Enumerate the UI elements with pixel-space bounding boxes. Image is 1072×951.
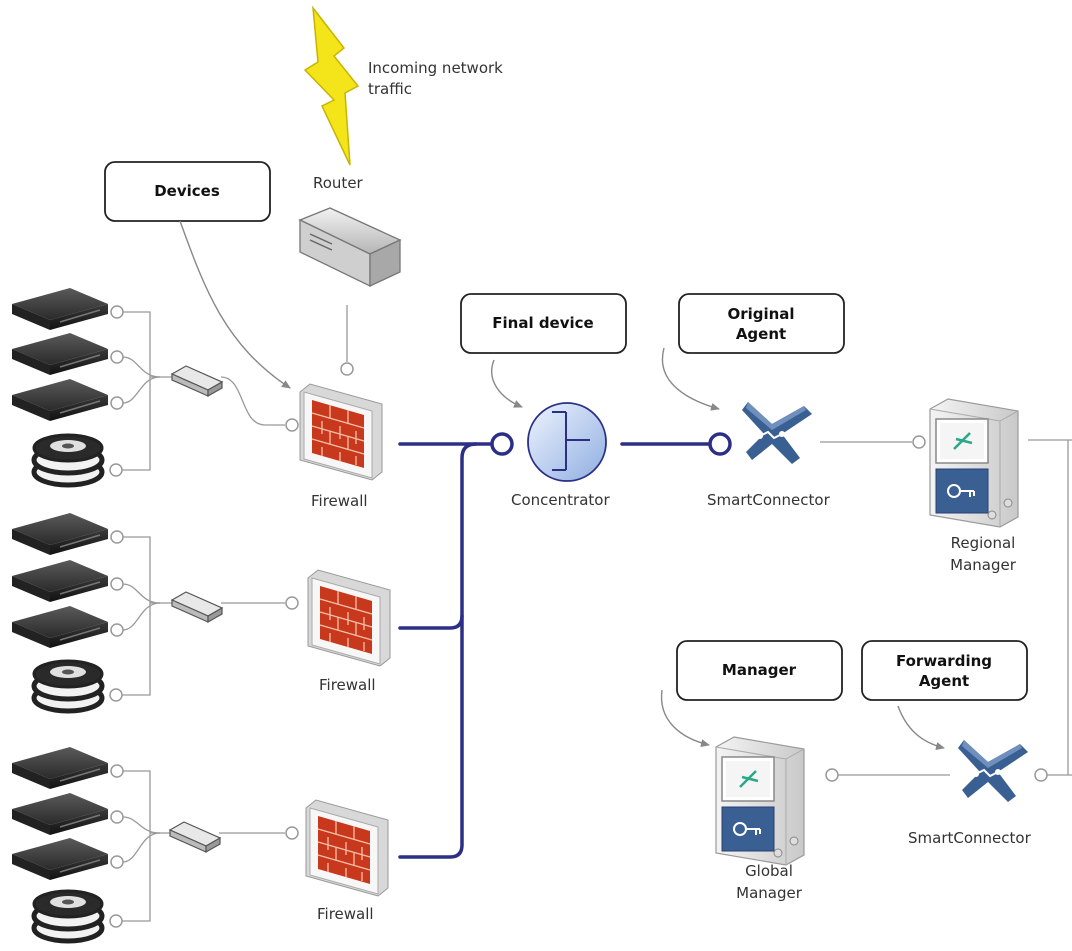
disk-stack-icon: [34, 661, 102, 711]
firewall-label: Firewall: [311, 492, 368, 510]
port-icon: [110, 764, 124, 778]
port-icon: [110, 350, 124, 364]
rack-server-icon: [11, 746, 109, 790]
router-icon: [298, 207, 402, 288]
devices-callout: Devices: [104, 161, 271, 222]
final-device-callout: Final device: [460, 293, 627, 354]
manager-arrow: [660, 689, 710, 748]
rack-server-icon: [11, 792, 109, 836]
forwarding-agent-callout: Forwarding Agent: [861, 640, 1028, 701]
device-group-1: [11, 287, 299, 485]
network-switch-icon: [171, 365, 223, 397]
rack-server-icon: [11, 559, 109, 603]
manager-server-icon: [928, 397, 1020, 529]
device-group-3: [11, 746, 299, 941]
port-icon: [110, 810, 124, 824]
smartconnector-label: SmartConnector: [908, 829, 1032, 847]
port-icon: [825, 768, 839, 782]
original-agent-callout-text: Original: [727, 305, 794, 323]
firewall-icon: [299, 383, 383, 481]
manager-callout: Manager: [676, 640, 843, 701]
port-icon: [490, 432, 514, 456]
port-icon: [912, 435, 926, 449]
forwarding-agent-arrow: [897, 705, 945, 750]
port-icon: [109, 688, 123, 702]
network-switch-icon: [171, 591, 223, 623]
rack-server-icon: [11, 287, 109, 331]
firewall-label: Firewall: [317, 905, 374, 923]
port-icon: [285, 826, 299, 840]
rack-server-icon: [11, 512, 109, 556]
port-icon: [110, 855, 124, 869]
lightning-icon: [303, 5, 360, 166]
smartconnector-icon: [741, 401, 813, 465]
regional-manager-label: Manager: [950, 556, 1017, 574]
port-icon: [708, 432, 732, 456]
final-device-arrow: [491, 359, 523, 408]
backbone-link: [398, 442, 712, 859]
disk-stack-icon: [34, 435, 102, 485]
concentrator-label: Concentrator: [511, 491, 610, 509]
regional-manager-label: Regional: [951, 534, 1016, 552]
port-icon: [110, 530, 124, 544]
original-agent-callout: Original Agent: [678, 293, 845, 354]
port-icon: [109, 914, 123, 928]
manager-callout-text: Manager: [722, 661, 797, 679]
incoming-traffic-label: Incoming network: [368, 59, 503, 77]
concentrator-icon: [527, 402, 607, 482]
device-group-2: [11, 512, 299, 711]
port-icon: [110, 577, 124, 591]
original-agent-arrow: [661, 347, 720, 411]
devices-callout-text: Devices: [154, 182, 220, 200]
rack-server-icon: [11, 837, 109, 881]
incoming-traffic-label: traffic: [368, 80, 412, 98]
port-icon: [109, 463, 123, 477]
disk-stack-icon: [34, 891, 102, 941]
rack-server-icon: [11, 378, 109, 422]
original-agent-callout-text: Agent: [736, 325, 786, 343]
rack-server-icon: [11, 332, 109, 376]
smartconnector-icon: [957, 739, 1029, 803]
router-label: Router: [313, 174, 364, 192]
port-icon: [110, 396, 124, 410]
port-icon: [110, 623, 124, 637]
network-switch-icon: [169, 821, 221, 853]
port-icon: [285, 418, 299, 432]
port-icon: [285, 596, 299, 610]
forwarding-agent-callout-text: Agent: [919, 672, 969, 690]
final-device-callout-text: Final device: [492, 314, 593, 332]
firewall-icon: [307, 569, 391, 667]
devices-arrow: [179, 220, 291, 389]
firewall-icon: [305, 799, 389, 897]
firewall-label: Firewall: [319, 676, 376, 694]
rack-server-icon: [11, 605, 109, 649]
forwarding-agent-callout-text: Forwarding: [896, 652, 992, 670]
global-manager-label: Global: [745, 862, 793, 880]
global-manager-label: Manager: [736, 884, 803, 902]
port-icon: [110, 305, 124, 319]
port-icon: [340, 362, 354, 376]
manager-server-icon: [714, 735, 806, 867]
port-icon: [1034, 768, 1048, 782]
smartconnector-label: SmartConnector: [707, 491, 831, 509]
